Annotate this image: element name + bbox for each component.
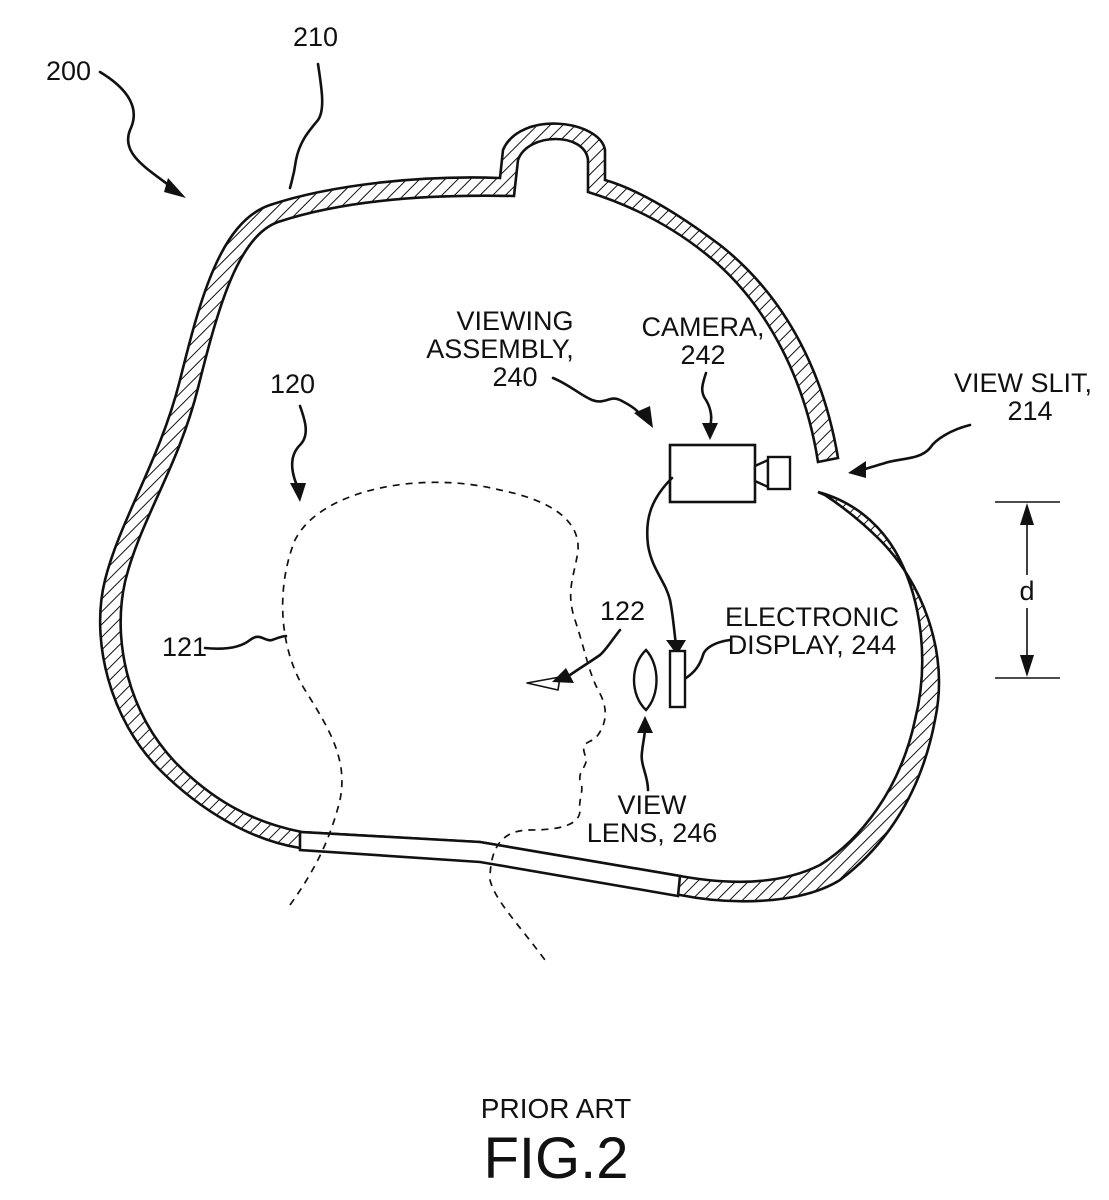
label-viewing-line2: ASSEMBLY, bbox=[426, 334, 574, 364]
label-viewing-line3: 240 bbox=[492, 362, 537, 392]
camera-display-cable bbox=[645, 476, 678, 647]
caption-prior-art: PRIOR ART bbox=[481, 1093, 631, 1124]
arrow-246 bbox=[637, 716, 653, 733]
leader-244 bbox=[684, 638, 732, 680]
label-lens-line2: LENS, 246 bbox=[587, 818, 718, 848]
leader-242 bbox=[700, 371, 713, 428]
leader-200 bbox=[98, 70, 177, 192]
label-121: 121 bbox=[162, 632, 207, 662]
view-lens-icon bbox=[632, 648, 658, 712]
label-210: 210 bbox=[293, 22, 338, 52]
leader-122 bbox=[568, 628, 622, 677]
cable-arrowhead bbox=[666, 640, 686, 655]
label-display-line2: DISPLAY, 244 bbox=[728, 630, 897, 660]
arrow-200 bbox=[164, 178, 186, 198]
label-122: 122 bbox=[600, 596, 645, 626]
label-view-slit-line2: 214 bbox=[1007, 396, 1052, 426]
leader-210 bbox=[288, 62, 324, 190]
electronic-display-icon bbox=[668, 649, 687, 709]
leader-121 bbox=[203, 634, 288, 651]
label-dimension-d: d bbox=[1019, 576, 1034, 606]
arrow-122 bbox=[552, 668, 574, 683]
leader-246 bbox=[640, 726, 650, 792]
helmet-wall bbox=[98, 122, 941, 903]
eye-icon bbox=[526, 676, 561, 691]
label-view-slit-line1: VIEW SLIT, bbox=[954, 368, 1092, 398]
camera-icon bbox=[668, 443, 792, 504]
leader-120 bbox=[290, 404, 308, 490]
dimension-d bbox=[995, 501, 1060, 679]
label-camera-line2: 242 bbox=[680, 340, 725, 370]
label-200: 200 bbox=[46, 56, 91, 86]
arrow-214 bbox=[848, 461, 866, 478]
head-outline bbox=[281, 481, 606, 961]
arrow-240 bbox=[634, 406, 653, 428]
arrow-242 bbox=[702, 423, 718, 440]
label-120: 120 bbox=[270, 369, 315, 399]
helmet-shell bbox=[98, 122, 941, 903]
label-camera-line1: CAMERA, bbox=[641, 312, 764, 342]
arrow-120 bbox=[290, 483, 306, 502]
label-viewing-line1: VIEWING bbox=[456, 306, 573, 336]
user-head bbox=[281, 481, 606, 961]
bottom-window bbox=[298, 830, 682, 898]
label-lens-line1: VIEW bbox=[617, 790, 687, 820]
figure-title: FIG.2 bbox=[483, 1126, 628, 1191]
leader-214 bbox=[860, 423, 972, 472]
leader-240 bbox=[551, 376, 645, 420]
label-display-line1: ELECTRONIC bbox=[725, 602, 899, 632]
